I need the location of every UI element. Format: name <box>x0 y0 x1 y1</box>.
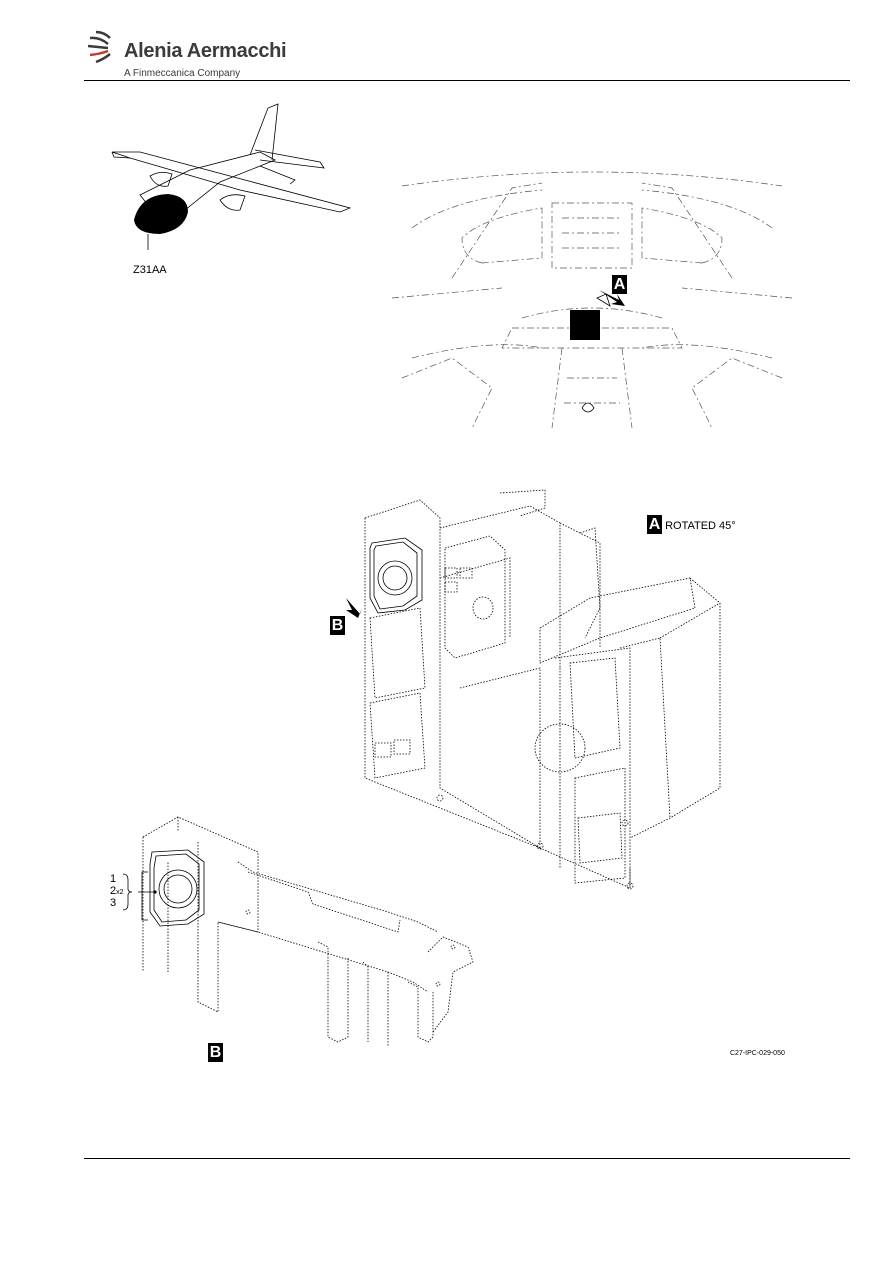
zone-label: Z31AA <box>133 264 167 276</box>
view-b-callout-flag: B <box>330 616 345 635</box>
item-callout-1: 1 <box>110 873 117 885</box>
brand-name: Alenia Aermacchi <box>124 40 287 62</box>
view-a-rotation-note: ROTATED 45° <box>665 520 736 532</box>
view-b-title: B <box>208 1043 223 1062</box>
view-a-title-flag: A <box>647 515 662 534</box>
detail-b-bracket-illustration <box>138 816 474 1047</box>
swoosh-logo-icon <box>87 30 111 64</box>
item-callout-2-quantity: x2 <box>116 889 124 896</box>
view-b-title-flag: B <box>208 1043 223 1062</box>
cockpit-interior-illustration <box>392 171 792 429</box>
company-logo: Alenia Aermacchi A Finmeccanica Company <box>86 22 306 82</box>
item-callout-2-number: 2 <box>110 885 117 897</box>
figure-id: C27-IPC-029-050 <box>730 1050 785 1057</box>
brand-subtitle: A Finmeccanica Company <box>124 68 241 79</box>
view-a-title: A ROTATED 45° <box>647 515 736 534</box>
item-callout-2: 2x2 <box>110 886 124 898</box>
view-b-pointer-arrow <box>346 598 362 618</box>
item-callout-bracket <box>122 873 133 911</box>
aircraft-overview-illustration <box>111 103 352 250</box>
view-a-flag: A <box>612 275 627 294</box>
item-callout-3: 3 <box>110 897 117 909</box>
view-a-callout-flag: A <box>612 275 627 294</box>
view-b-flag: B <box>330 616 345 635</box>
header-rule <box>84 80 850 81</box>
detail-a-panel-illustration <box>364 489 721 890</box>
view-a-pointer-arrow <box>599 290 625 306</box>
footer-rule <box>84 1158 850 1159</box>
